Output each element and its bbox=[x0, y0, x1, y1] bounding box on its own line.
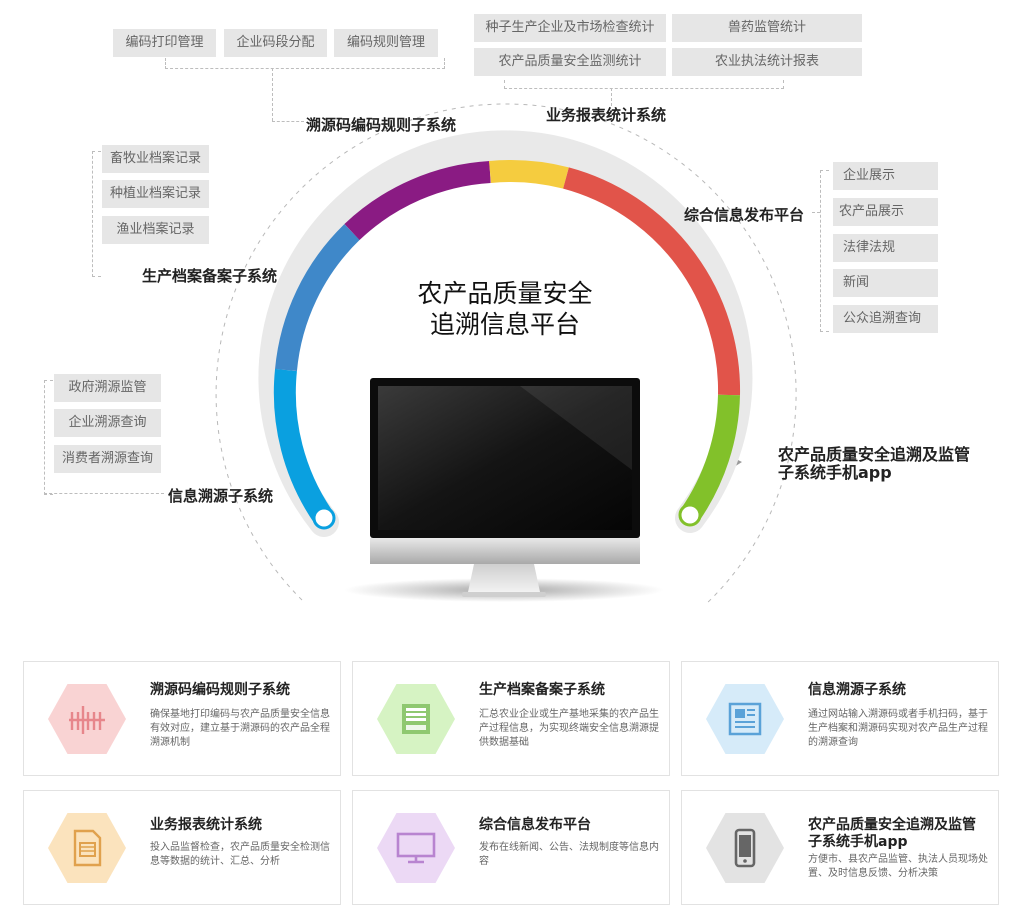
tag-report-quality[interactable]: 农产品质量安全监测统计 bbox=[474, 48, 666, 76]
card-desc: 方便市、县农产品监管、执法人员现场处置、及时信息反馈、分析决策 bbox=[808, 854, 988, 879]
card-title: 生产档案备案子系统 bbox=[479, 682, 605, 698]
barcode-icon bbox=[69, 706, 105, 734]
arc-end-right bbox=[678, 503, 702, 527]
monitor-illustration bbox=[344, 378, 664, 602]
connector-line bbox=[820, 170, 829, 332]
connector-line bbox=[272, 121, 304, 122]
card-title-line2: 子系统手机app bbox=[808, 834, 908, 850]
category-publish-label: 综合信息发布平台 bbox=[684, 206, 805, 224]
connector-line bbox=[812, 212, 820, 213]
card-title-line1: 农产品质量安全追溯及监管 bbox=[808, 817, 976, 833]
tag-report-vet[interactable]: 兽药监管统计 bbox=[672, 14, 862, 42]
diagram-graphics bbox=[215, 103, 797, 606]
connector-line bbox=[44, 493, 164, 494]
card-hex bbox=[48, 813, 126, 883]
card-archive[interactable]: 生产档案备案子系统 汇总农业企业或生产基地采集的农产品生产过程信息，为实现终端安… bbox=[352, 661, 670, 776]
card-desc: 发布在线新闻、公告、法规制度等信息内容 bbox=[479, 842, 659, 867]
arc-segment-archive bbox=[275, 224, 360, 372]
card-desc: 确保基地打印编码与农产品质量安全信息有效对应，建立基于溯源码的农产品全程溯源机制 bbox=[150, 709, 330, 748]
card-desc: 投入品监督检查，农产品质量安全检测信息等数据的统计、汇总、分析 bbox=[150, 842, 330, 867]
arc-segment-trace bbox=[273, 368, 334, 525]
tag-publish-law[interactable]: 法律法规 bbox=[833, 234, 938, 262]
tag-publish-public-trace[interactable]: 公众追溯查询 bbox=[833, 305, 938, 333]
arc-segment-coding bbox=[344, 161, 491, 241]
tag-coding-segment[interactable]: 企业码段分配 bbox=[224, 29, 327, 57]
phone-icon bbox=[734, 828, 756, 868]
tag-publish-company[interactable]: 企业展示 bbox=[833, 162, 938, 190]
connector-line bbox=[272, 68, 273, 121]
connector-line bbox=[165, 58, 445, 69]
arc-segment-reports bbox=[488, 160, 569, 189]
category-reports-label: 业务报表统计系统 bbox=[546, 106, 667, 124]
tag-publish-news[interactable]: 新闻 bbox=[833, 269, 938, 297]
card-hex bbox=[48, 684, 126, 754]
center-title-line1: 农产品质量安全 bbox=[417, 279, 593, 308]
card-title: 溯源码编码规则子系统 bbox=[150, 682, 290, 698]
card-hex bbox=[377, 813, 455, 883]
tag-coding-print[interactable]: 编码打印管理 bbox=[113, 29, 216, 57]
card-hex bbox=[706, 813, 784, 883]
arc-end-left bbox=[312, 506, 336, 530]
card-reports[interactable]: 业务报表统计系统 投入品监督检查，农产品质量安全检测信息等数据的统计、汇总、分析 bbox=[23, 790, 341, 905]
card-title: 信息溯源子系统 bbox=[808, 682, 906, 698]
arc-segment-app bbox=[680, 394, 740, 522]
connector-line bbox=[44, 380, 53, 495]
card-desc: 通过网站输入溯源码或者手机扫码，基于生产档案和溯源码实现对农产品生产过程的溯源查… bbox=[808, 709, 988, 748]
tag-archive-fishery[interactable]: 渔业档案记录 bbox=[102, 216, 209, 244]
card-title: 农产品质量安全追溯及监管 子系统手机app bbox=[808, 817, 993, 851]
center-title: 农产品质量安全 追溯信息平台 bbox=[380, 278, 630, 340]
category-archive-label: 生产档案备案子系统 bbox=[142, 267, 278, 285]
connector-line bbox=[92, 151, 101, 277]
card-trace[interactable]: 信息溯源子系统 通过网站输入溯源码或者手机扫码，基于生产档案和溯源码实现对农产品… bbox=[681, 661, 999, 776]
card-coding[interactable]: 溯源码编码规则子系统 确保基地打印编码与农产品质量安全信息有效对应，建立基于溯源… bbox=[23, 661, 341, 776]
card-title: 业务报表统计系统 bbox=[150, 817, 262, 833]
outer-dashed-ring bbox=[215, 103, 797, 606]
connector-line bbox=[611, 88, 612, 106]
category-app-line1: 农产品质量安全追溯及监管 bbox=[778, 445, 971, 464]
card-publish[interactable]: 综合信息发布平台 发布在线新闻、公告、法规制度等信息内容 bbox=[352, 790, 670, 905]
report-icon bbox=[73, 829, 102, 867]
tag-archive-crop[interactable]: 种植业档案记录 bbox=[102, 180, 209, 208]
tag-trace-consumer[interactable]: 消费者溯源查询 bbox=[54, 445, 161, 473]
tag-archive-livestock[interactable]: 畜牧业档案记录 bbox=[102, 145, 209, 173]
category-trace-label: 信息溯源子系统 bbox=[168, 487, 274, 505]
monitor-icon bbox=[396, 832, 436, 864]
category-app-label: 农产品质量安全追溯及监管 子系统手机app bbox=[778, 446, 970, 482]
connector-line bbox=[504, 80, 784, 89]
archive-box-icon bbox=[402, 704, 430, 734]
tag-report-law[interactable]: 农业执法统计报表 bbox=[672, 48, 862, 76]
category-app-line2: 子系统手机app bbox=[778, 463, 892, 482]
tag-report-seed[interactable]: 种子生产企业及市场检查统计 bbox=[474, 14, 666, 42]
center-title-line2: 追溯信息平台 bbox=[429, 310, 580, 339]
tag-publish-product[interactable]: 农产品展示 bbox=[833, 198, 938, 226]
tag-trace-gov[interactable]: 政府溯源监管 bbox=[54, 374, 161, 402]
arc-segment-publish bbox=[563, 167, 741, 396]
category-coding-label: 溯源码编码规则子系统 bbox=[306, 116, 457, 134]
card-app[interactable]: 农产品质量安全追溯及监管 子系统手机app 方便市、县农产品监管、执法人员现场处… bbox=[681, 790, 999, 905]
document-frame-icon bbox=[728, 702, 762, 736]
card-title: 综合信息发布平台 bbox=[479, 817, 591, 833]
card-hex bbox=[377, 684, 455, 754]
card-desc: 汇总农业企业或生产基地采集的农产品生产过程信息，为实现终端安全信息溯源提供数据基… bbox=[479, 709, 659, 748]
card-hex bbox=[706, 684, 784, 754]
tag-trace-company[interactable]: 企业溯源查询 bbox=[54, 409, 161, 437]
tag-coding-rules[interactable]: 编码规则管理 bbox=[334, 29, 438, 57]
platform-diagram: 编码打印管理 企业码段分配 编码规则管理 种子生产企业及市场检查统计 兽药监管统… bbox=[44, 14, 970, 606]
